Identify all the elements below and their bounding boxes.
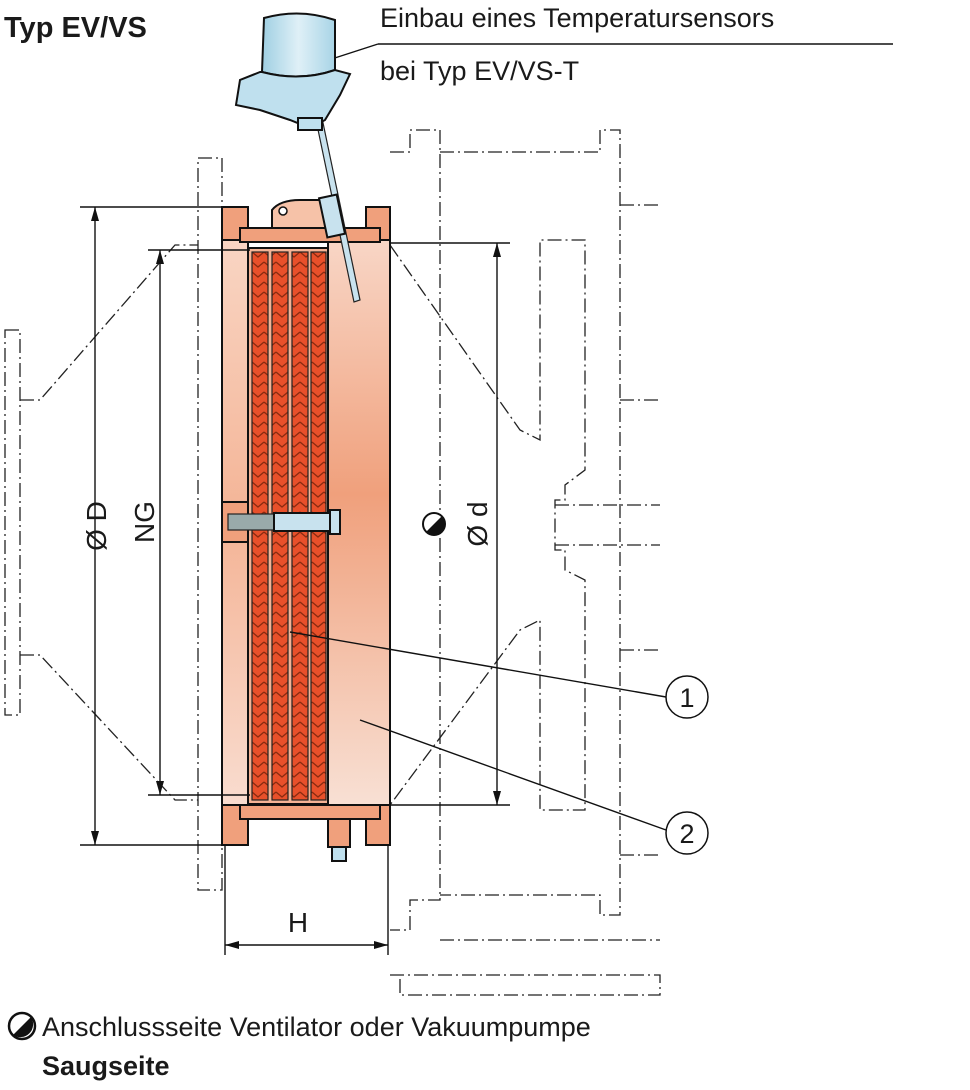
bottom-flange — [221, 804, 391, 862]
legend: Anschlussseite Ventilator oder Vakuumpum… — [7, 1011, 591, 1081]
drawing-title: Typ EV/VS — [4, 12, 147, 44]
callout-1: 1 — [289, 631, 709, 719]
dimension-inner-diameter: Ø d — [390, 242, 510, 806]
right-pump-outline — [389, 129, 661, 996]
top-flange — [221, 199, 391, 243]
legend-connection-side: Anschlussseite Ventilator oder Vakuumpum… — [42, 1012, 591, 1042]
label-inner-diameter: Ø d — [462, 501, 493, 546]
temperature-sensor — [234, 12, 361, 303]
label-outer-diameter: Ø D — [81, 501, 112, 551]
sensor-note-line1: Einbau eines Temperatursensors — [380, 3, 774, 33]
dimension-height: H — [224, 845, 389, 955]
legend-suction-side: Saugseite — [42, 1051, 170, 1081]
label-nominal-size: NG — [129, 501, 160, 543]
center-bolt — [221, 501, 341, 543]
label-height: H — [288, 907, 308, 938]
connection-side-legend-icon — [7, 1011, 37, 1041]
dimension-nominal-size: NG — [129, 249, 250, 796]
connection-side-symbol-icon — [422, 512, 446, 536]
sensor-note-line2: bei Typ EV/VS-T — [380, 56, 579, 86]
left-pipe-outline — [4, 157, 223, 891]
svg-text:2: 2 — [679, 819, 694, 849]
svg-text:1: 1 — [679, 683, 694, 713]
dimension-outer-diameter: Ø D — [80, 206, 222, 846]
callout-2: 2 — [359, 719, 709, 855]
drain-plug — [327, 818, 351, 848]
